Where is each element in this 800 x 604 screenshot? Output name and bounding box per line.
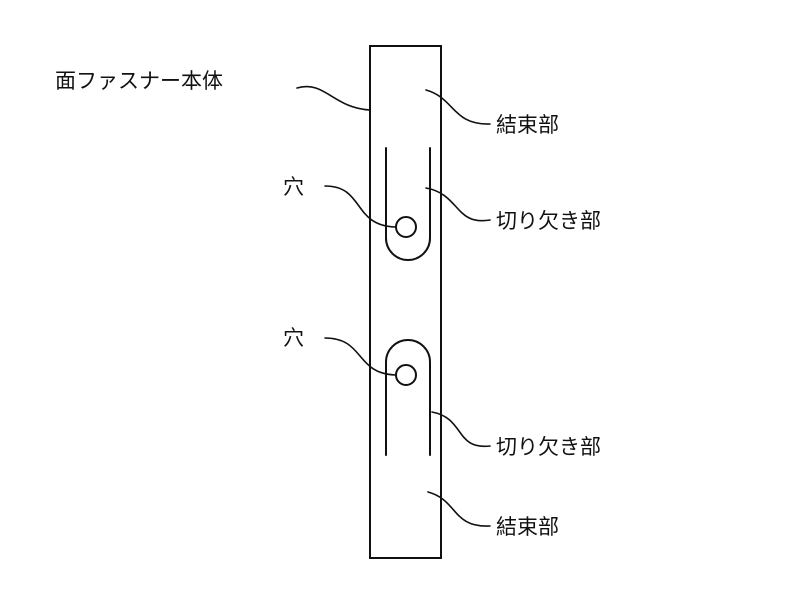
label-fastener-body: 面ファスナー本体 [55,69,223,93]
label-hole-bottom: 穴 [283,326,304,350]
lower-hole [395,364,417,386]
label-notch-top: 切り欠き部 [496,209,601,233]
leader-hole-bottom [324,337,397,376]
leader-hole-top [324,185,397,228]
leader-notch-bottom [431,411,491,448]
label-hole-top: 穴 [283,175,304,199]
lower-notch [385,339,431,456]
leader-body [296,85,371,111]
label-binding-top: 結束部 [496,113,559,137]
upper-hole [395,216,417,238]
label-notch-bottom: 切り欠き部 [496,435,601,459]
leader-binding-top [425,89,491,125]
upper-notch [385,147,431,261]
leader-binding-bottom [427,491,491,527]
label-binding-bottom: 結束部 [496,515,559,539]
leader-notch-top [425,187,491,222]
fastener-body-strip [369,45,442,559]
